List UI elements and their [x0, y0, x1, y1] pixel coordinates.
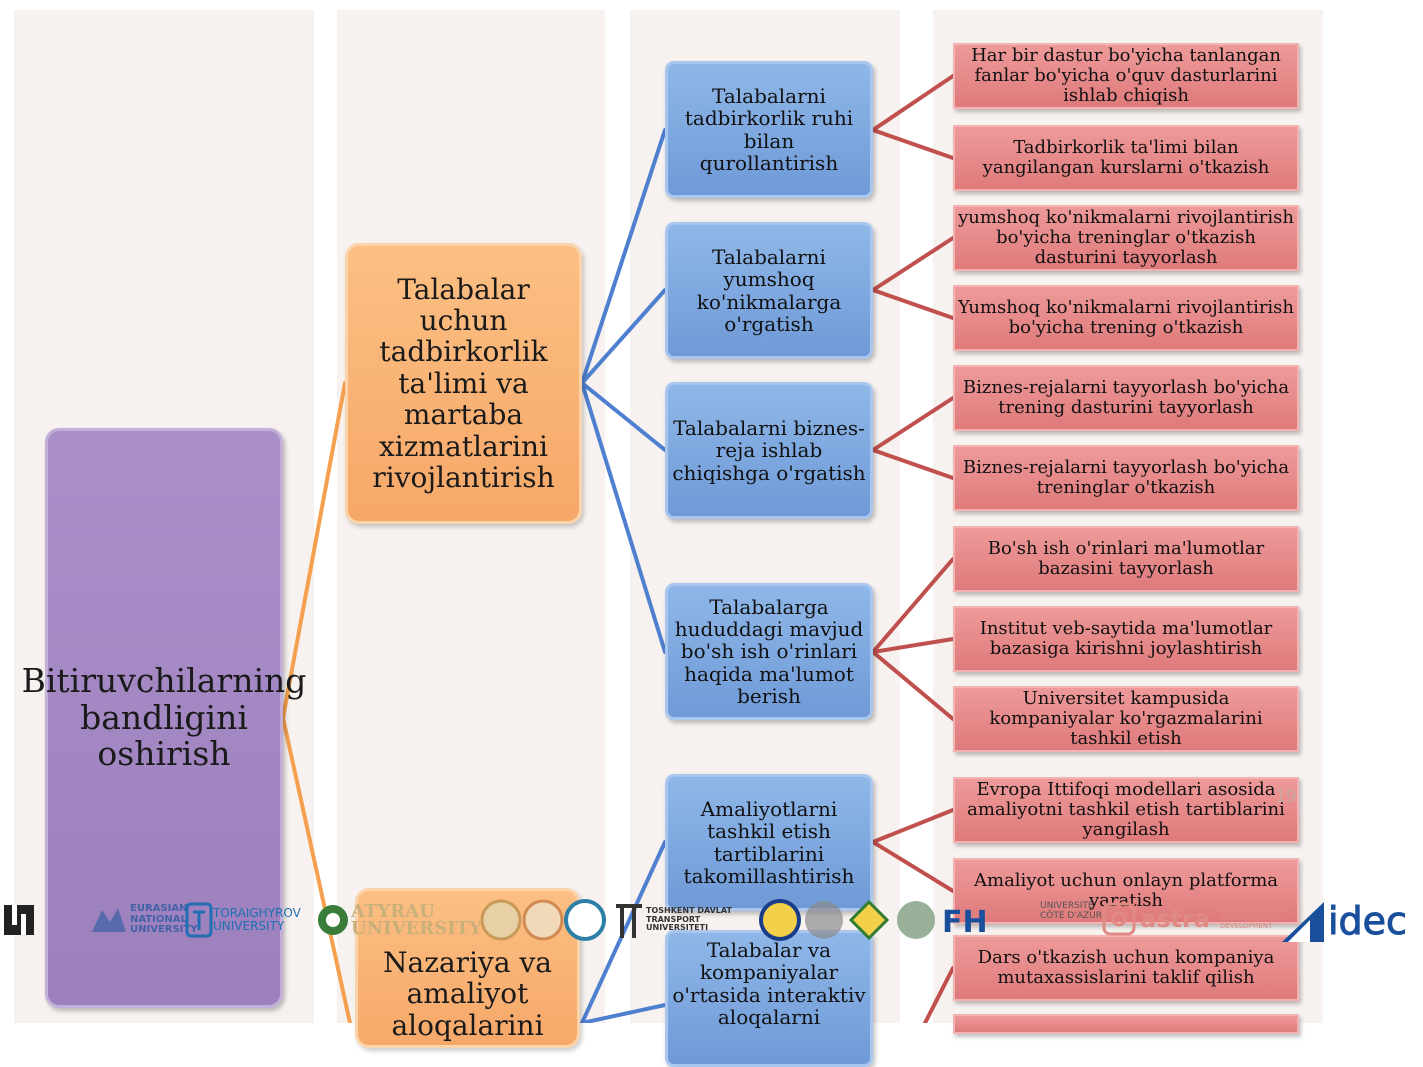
partner-seals-icon [759, 899, 935, 941]
link-l2-l3-12 [923, 966, 955, 1023]
idec-logo: idec [1280, 898, 1407, 944]
tashkent-transport-logo: TOSHKENT DAVLAT TRANSPORT UNIVERSITETI [612, 900, 756, 940]
l2-label: Talabalarga hududdagi mavjud bo'sh ish o… [674, 594, 864, 709]
fh-logo-text: FH [942, 905, 988, 940]
l3-label: Institut veb-saytida ma'lumotlar bazasig… [979, 617, 1273, 659]
l2-node-3: Talabalarni biznes-reja ishlab chiqishga… [665, 382, 873, 519]
l3-node-3: yumshoq ko'nikmalarni rivojlantirish bo'… [953, 205, 1299, 271]
l3-label: Evropa Ittifoqi modellari asosida amaliy… [967, 778, 1285, 841]
tashkent-logo-text: TOSHKENT DAVLAT TRANSPORT UNIVERSITETI [646, 905, 732, 933]
l3-label: Dars o'tkazish uchun kompaniya mutaxassi… [977, 946, 1275, 988]
link-l2-l3-6 [871, 448, 955, 480]
link-l2-l3-1 [871, 74, 955, 132]
root-label: Bitiruvchilarning bandligini oshirish [21, 660, 307, 774]
l1-label: Nazariya va amaliyot aloqalarini [383, 946, 552, 1042]
l3-node-5: Biznes-rejalarni tayyorlash bo'yicha tre… [953, 365, 1299, 431]
l3-node-6: Biznes-rejalarni tayyorlash bo'yicha tre… [953, 445, 1299, 511]
eurasian-logo-text: EURASIAN NATIONAL UNIVERSITY [130, 903, 198, 936]
fh-logo: FH [942, 905, 988, 940]
idec-emblem-icon [1282, 902, 1324, 942]
link-l2-l3-7 [871, 557, 955, 654]
link-l2-l3-2 [871, 128, 955, 160]
l3-label: yumshoq ko'nikmalarni rivojlantirish bo'… [958, 206, 1294, 269]
link-l1-l2-4 [580, 381, 667, 654]
more-seals-logos [758, 898, 938, 942]
l3-node-10: Evropa Ittifoqi modellari asosida amaliy… [953, 777, 1299, 843]
l3-label: Biznes-rejalarni tayyorlash bo'yicha tre… [962, 376, 1290, 418]
link-l2-l3-3 [871, 236, 955, 292]
astra-logo: astra ASSOCIATION FOR INNOVATION AND DEV… [1102, 902, 1292, 936]
university-seals-icon [480, 899, 606, 941]
link-l1b-l2-6 [580, 1003, 667, 1023]
l3-label: Tadbirkorlik ta'limi bilan yangilangan k… [982, 136, 1270, 178]
link-l1-l2-3 [580, 381, 667, 452]
l1-node-1: Talabalar uchun tadbirkorlik ta'limi va … [345, 243, 582, 524]
astra-logo-text: astra [1140, 905, 1210, 933]
universite-logo: UNIVERSITÉ CÔTE D'AZUR [1040, 901, 1102, 922]
l2-node-5: Amaliyotlarni tashkil etish tartiblarini… [665, 774, 873, 911]
link-l1-l2-1 [580, 128, 667, 385]
l3-node-1: Har bir dastur bo'yicha tanlangan fanlar… [953, 43, 1299, 109]
link-l2-l3-11 [871, 840, 955, 893]
l3-node-12: Dars o'tkazish uchun kompaniya mutaxassi… [953, 935, 1299, 1001]
page-number: 19 [1275, 787, 1297, 807]
link-l2-l3-4 [871, 288, 955, 320]
technical-university-logo [2, 902, 36, 938]
l2-label: Talabalar va kompaniyalar o'rtasida inte… [672, 938, 866, 1030]
link-l1-l2-2 [580, 288, 667, 385]
atyrau-emblem-icon [318, 905, 348, 935]
l3-node-9: Universitet kampusida kompaniyalar ko'rg… [953, 686, 1299, 752]
astra-emblem-icon [1102, 902, 1136, 936]
l1-label: Talabalar uchun tadbirkorlik ta'limi va … [372, 272, 555, 494]
astra-logo-subtext: ASSOCIATION FOR INNOVATION AND DEVELOPME… [1219, 906, 1285, 930]
connector-lines [281, 74, 955, 1023]
l3-node-11: Amaliyot uchun onlayn platforma yaratish [953, 858, 1299, 924]
tu-icon [4, 905, 34, 935]
atyrau-logo-text: ATYRAU UNIVERSITY [351, 900, 482, 939]
l3-label: Biznes-rejalarni tayyorlash bo'yicha tre… [962, 456, 1290, 498]
idec-logo-text: idec [1328, 899, 1408, 944]
l2-label: Talabalarni yumshoq ko'nikmalarga o'rgat… [696, 244, 842, 336]
link-root-l1-1 [281, 381, 347, 720]
link-l2-l3-5 [871, 396, 955, 452]
l3-node-4: Yumshoq ko'nikmalarni rivojlantirish bo'… [953, 285, 1299, 351]
l2-label: Talabalarni biznes-reja ishlab chiqishga… [672, 415, 866, 485]
universite-logo-text: UNIVERSITÉ CÔTE D'AZUR [1040, 901, 1102, 921]
link-l2-l3-8 [871, 637, 955, 654]
link-l2-l3-10 [871, 808, 955, 844]
l3-label: Har bir dastur bo'yicha tanlangan fanlar… [971, 44, 1281, 107]
seal-logos [480, 898, 610, 942]
toraighyrov-logo: TORAIGHYROV UNIVERSITY [185, 902, 308, 938]
link-root-l1-2 [281, 716, 352, 1023]
tashkent-emblem-icon [616, 904, 642, 938]
l3-node-8: Institut veb-saytida ma'lumotlar bazasig… [953, 606, 1299, 672]
l3-label: Amaliyot uchun onlayn platforma yaratish [974, 869, 1278, 911]
toraighyrov-logo-text: TORAIGHYROV UNIVERSITY [213, 906, 301, 933]
l2-node-1: Talabalarni tadbirkorlik ruhi bilan quro… [665, 61, 873, 198]
l3-node-2: Tadbirkorlik ta'limi bilan yangilangan k… [953, 125, 1299, 191]
l2-label: Talabalarni tadbirkorlik ruhi bilan quro… [684, 83, 854, 175]
l2-node-4: Talabalarga hududdagi mavjud bo'sh ish o… [665, 583, 873, 720]
l3-label: Bo'sh ish o'rinlari ma'lumotlar bazasini… [987, 537, 1265, 579]
l2-label: Amaliyotlarni tashkil etish tartiblarini… [683, 796, 855, 888]
l2-node-6: Talabalar va kompaniyalar o'rtasida inte… [665, 930, 873, 1067]
root-node: Bitiruvchilarning bandligini oshirish [22, 428, 306, 1008]
l3-label: Universitet kampusida kompaniyalar ko'rg… [989, 687, 1263, 750]
eurasian-university-logo: EURASIAN NATIONAL UNIVERSITY [88, 902, 200, 938]
l3-label: Yumshoq ko'nikmalarni rivojlantirish bo'… [958, 296, 1295, 338]
toraighyrov-emblem-icon [185, 902, 213, 938]
l3-node-7: Bo'sh ish o'rinlari ma'lumotlar bazasini… [953, 526, 1299, 592]
atyrau-university-logo: ATYRAU UNIVERSITY [315, 900, 482, 940]
l3-node-13 [953, 1014, 1299, 1034]
l2-node-2: Talabalarni yumshoq ko'nikmalarga o'rgat… [665, 222, 873, 359]
eurasian-emblem-icon [92, 908, 126, 932]
link-l2-l3-9 [871, 650, 955, 721]
